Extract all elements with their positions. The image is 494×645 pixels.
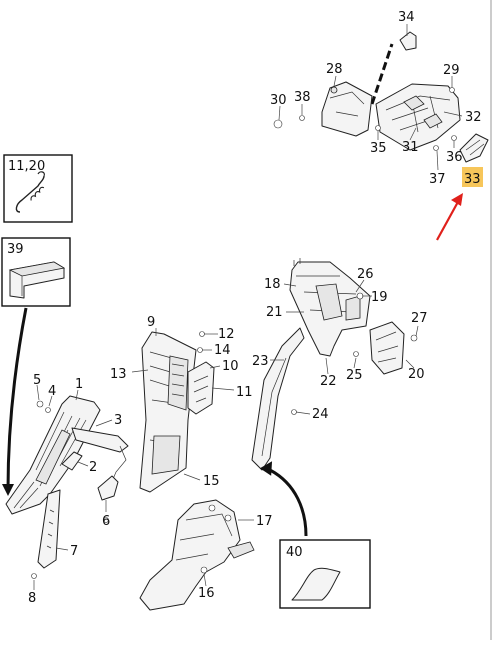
callout-12: 12: [218, 327, 235, 342]
strap-dashed: [370, 43, 394, 105]
part-7-strip: [37, 489, 61, 569]
callout-21: 21: [266, 305, 283, 320]
callout-18: 18: [264, 277, 281, 292]
callout-14: 14: [214, 343, 231, 358]
part-30-screw: [273, 119, 283, 129]
part-25-clip: [353, 351, 359, 357]
part-38-nut: [299, 115, 305, 121]
callout-30: 30: [270, 93, 287, 108]
callout-22: 22: [320, 374, 337, 389]
callout-27: 27: [411, 311, 428, 326]
red-pointer-arrow: [436, 193, 463, 241]
part-24-strip: [251, 327, 305, 471]
inset-clip-arrow: [6, 307, 28, 491]
part-16-lower-pillar: [139, 499, 241, 611]
part-20-handle: [369, 321, 405, 375]
c-pillar-trim: [251, 258, 419, 471]
callout-3: 3: [114, 413, 122, 428]
part-4-clip: [45, 407, 51, 413]
callout-35: 35: [370, 141, 387, 156]
callout-16: 16: [198, 586, 215, 601]
callout-6: 6: [102, 514, 110, 529]
part-3-strip: [71, 427, 129, 453]
part-31-shelf: [375, 83, 461, 151]
callout-5: 5: [33, 373, 41, 388]
part-37-clip: [433, 145, 439, 151]
callout-24: 24: [312, 407, 329, 422]
callout-8: 8: [28, 591, 36, 606]
part-10-anchor: [187, 361, 215, 415]
callout-19: 19: [371, 290, 388, 305]
part-36-cover: [459, 133, 489, 163]
callout-9: 9: [147, 315, 155, 330]
part-14-clip: [197, 347, 203, 353]
part-34-clip: [399, 31, 417, 51]
part-29-clip: [449, 87, 455, 93]
callout-7: 7: [70, 544, 78, 559]
b-pillar-trim: [131, 328, 255, 611]
inset-clip: [1, 237, 71, 307]
callout-15: 15: [203, 474, 220, 489]
callout-17: 17: [256, 514, 273, 529]
callout-2: 2: [89, 460, 97, 475]
callout-28: 28: [326, 62, 343, 77]
callout-33: 33: [464, 172, 481, 187]
callout-25: 25: [346, 368, 363, 383]
callout-20: 20: [408, 367, 425, 382]
inset-pad: [279, 539, 371, 609]
part-5-screw: [36, 400, 44, 408]
callout-4: 4: [48, 384, 56, 399]
rear-upper-trim-assembly: [273, 24, 489, 171]
callout-13: 13: [110, 367, 127, 382]
inset-spring-label: 11,20: [8, 159, 45, 174]
part-28-panel: [321, 81, 373, 137]
part-6-clip: [97, 475, 119, 501]
inset-pad-arrow: [269, 468, 308, 537]
callout-26: 26: [357, 267, 374, 282]
callout-23: 23: [252, 354, 269, 369]
callout-34: 34: [398, 10, 415, 25]
callout-11: 11: [236, 385, 253, 400]
callout-36: 36: [446, 150, 463, 165]
part-12-clip: [199, 331, 205, 337]
inset-pad-label: 40: [286, 545, 303, 560]
callout-29: 29: [443, 63, 460, 78]
inset-spring: [3, 154, 73, 223]
callout-1: 1: [75, 377, 83, 392]
callout-37: 37: [429, 172, 446, 187]
part-8-clip: [31, 573, 37, 579]
inset-clip-label: 39: [7, 242, 24, 257]
callout-33-highlight: [462, 167, 483, 187]
callout-38: 38: [294, 90, 311, 105]
callout-10: 10: [222, 359, 239, 374]
part-2-bracket: [61, 451, 83, 471]
callout-31: 31: [402, 140, 419, 155]
part-27-clip: [410, 334, 418, 342]
a-pillar-trim: [5, 384, 129, 590]
callout-32: 32: [465, 110, 482, 125]
inset-spring-box: [3, 154, 73, 223]
